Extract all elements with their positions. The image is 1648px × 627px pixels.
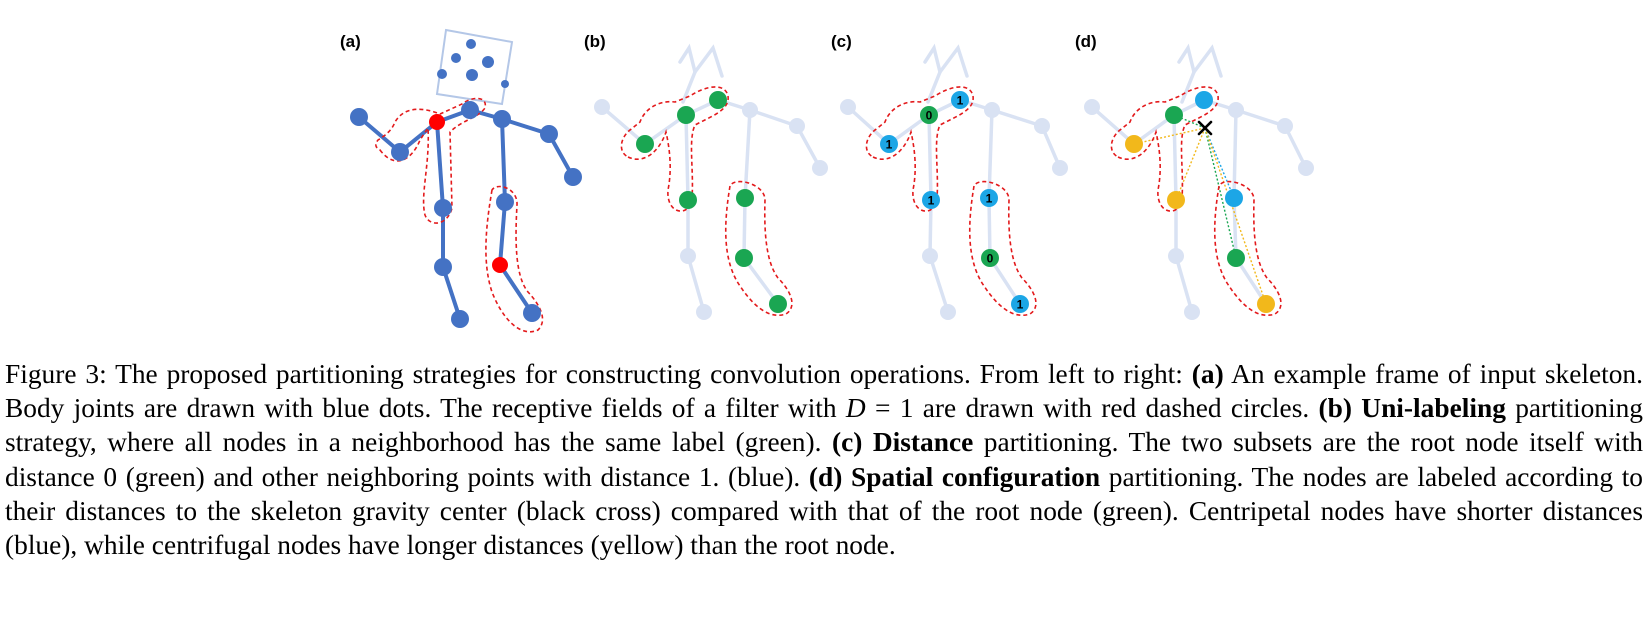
receptive-field bbox=[1110, 86, 1219, 212]
panel-c-label: (c) bbox=[831, 32, 852, 51]
head-dot bbox=[501, 80, 509, 88]
panel-c: (c) 0 1 1 1 1 0 1 bbox=[831, 32, 1068, 320]
joint bbox=[540, 125, 558, 143]
green-node bbox=[679, 191, 697, 209]
distance-label: 1 bbox=[928, 194, 935, 208]
green-node bbox=[709, 91, 727, 109]
head-dot bbox=[437, 69, 447, 79]
faded-bones bbox=[846, 43, 1062, 314]
panel-b: (b) bbox=[584, 32, 828, 320]
caption-a-label: (a) bbox=[1191, 359, 1224, 389]
receptive-field bbox=[969, 180, 1037, 317]
head-dot bbox=[466, 69, 478, 81]
caption-equation: = 1 bbox=[865, 393, 914, 424]
red-joint bbox=[429, 114, 445, 130]
distance-label: 1 bbox=[986, 192, 993, 206]
distance-label: 1 bbox=[957, 94, 964, 108]
head-dot bbox=[482, 56, 494, 68]
centripetal-node bbox=[1225, 189, 1243, 207]
receptive-field bbox=[725, 180, 793, 317]
centrifugal-node bbox=[1125, 135, 1143, 153]
skeleton-bones bbox=[357, 107, 575, 321]
caption-a-text-2: are drawn with red dashed circles. bbox=[913, 393, 1319, 424]
root-node bbox=[920, 106, 938, 124]
panel-d-label: (d) bbox=[1075, 32, 1097, 51]
green-node bbox=[735, 249, 753, 267]
panel-b-label: (b) bbox=[584, 32, 606, 51]
joint bbox=[434, 258, 452, 276]
head-dot bbox=[466, 39, 476, 49]
neighbor-node bbox=[951, 91, 969, 109]
panel-a-label: (a) bbox=[340, 32, 361, 51]
caption-a-text: An example frame of input skeleton. Body… bbox=[5, 359, 1643, 424]
joint bbox=[451, 310, 469, 328]
caption-b-label: (b) Uni-labeling bbox=[1318, 393, 1506, 424]
joint bbox=[434, 199, 452, 217]
faded-joints bbox=[594, 99, 828, 320]
joint bbox=[391, 143, 409, 161]
faded-joints bbox=[840, 99, 1068, 320]
figure-caption: Figure 3: The proposed partitioning stra… bbox=[5, 357, 1643, 562]
green-node bbox=[636, 135, 654, 153]
figure: (a) (b) bbox=[340, 28, 1314, 333]
root-node bbox=[1165, 106, 1183, 124]
head-dot bbox=[451, 53, 461, 63]
centrifugal-node bbox=[1257, 295, 1275, 313]
neighbor-node bbox=[980, 189, 998, 207]
distance-label: 0 bbox=[926, 109, 933, 123]
caption-d-text: partitioning. The nodes are labeled acco… bbox=[5, 461, 1644, 561]
green-node bbox=[769, 295, 787, 313]
caption-c-label: (c) Distance bbox=[831, 427, 974, 458]
receptive-field bbox=[865, 86, 974, 212]
joint bbox=[564, 168, 582, 186]
neighbor-node bbox=[922, 191, 940, 209]
receptive-field bbox=[620, 86, 729, 212]
caption-b-text: partitioning strategy, where all nodes i… bbox=[5, 393, 1643, 458]
joint bbox=[523, 304, 541, 322]
centripetal-node bbox=[1195, 91, 1213, 109]
caption-prefix: Figure 3: The proposed partitioning stra… bbox=[5, 359, 1192, 389]
caption-d-label: (d) Spatial configuration bbox=[808, 461, 1101, 492]
neighbor-node bbox=[1011, 295, 1029, 313]
caption-c-text: partitioning. The two subsets are the ro… bbox=[5, 427, 1644, 492]
panel-a: (a) bbox=[340, 28, 582, 333]
gravity-center-cross-icon bbox=[1197, 120, 1213, 136]
green-node bbox=[736, 189, 754, 207]
distance-label: 1 bbox=[1017, 298, 1024, 312]
centrifugal-node bbox=[1167, 191, 1185, 209]
distance-label: 0 bbox=[987, 252, 994, 266]
joint bbox=[350, 108, 368, 126]
green-node bbox=[677, 106, 695, 124]
faded-joints bbox=[1084, 99, 1314, 320]
neighbor-node bbox=[880, 135, 898, 153]
faded-bones bbox=[600, 43, 822, 314]
red-joint bbox=[492, 257, 508, 273]
joint bbox=[496, 193, 514, 211]
joint bbox=[461, 101, 479, 119]
caption-variable: D bbox=[845, 393, 866, 424]
joint bbox=[493, 110, 511, 128]
distance-label: 1 bbox=[886, 138, 893, 152]
panel-d: (d) bbox=[1075, 32, 1314, 320]
root-node bbox=[981, 249, 999, 267]
faded-bones bbox=[1090, 43, 1308, 314]
receptive-field bbox=[485, 185, 544, 333]
receptive-field bbox=[1214, 180, 1282, 317]
root-node bbox=[1227, 249, 1245, 267]
